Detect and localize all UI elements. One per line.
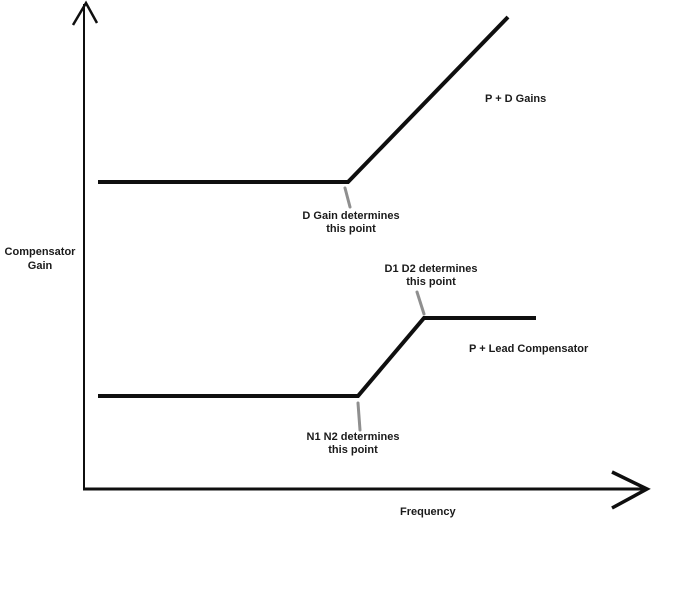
y-axis-label: Compensator Gain	[4, 245, 76, 273]
tick-n1-n2-point	[356, 401, 362, 432]
tick-d-gain-point	[343, 186, 352, 209]
y-axis-label-line2: Gain	[27, 260, 53, 272]
annotation-n1-n2: N1 N2 determines this point	[307, 431, 400, 457]
annotation-d1-d2-line2: this point	[406, 276, 456, 288]
y-axis	[71, 0, 99, 490]
tick-d1-d2-point	[415, 290, 426, 316]
annotation-d1-d2: D1 D2 determines this point	[385, 263, 478, 289]
annotation-d-gain: D Gain determines this point	[302, 210, 399, 236]
curve-p-plus-lead	[98, 316, 536, 398]
annotation-d1-d2-line1: D1 D2 determines	[384, 263, 478, 275]
y-axis-arrowhead-icon	[71, 0, 99, 26]
curve-label-p-plus-lead: P + Lead Compensator	[469, 343, 589, 355]
x-axis-label: Frequency	[400, 506, 456, 518]
annotation-n1-n2-line1: N1 N2 determines	[306, 431, 400, 443]
x-axis-arrowhead-icon	[611, 470, 651, 510]
y-axis-label-line1: Compensator	[4, 246, 76, 258]
annotation-d-gain-line1: D Gain determines	[302, 210, 400, 222]
curve-p-plus-d	[98, 15, 510, 184]
curve-label-p-plus-d: P + D Gains	[485, 93, 547, 105]
x-axis	[83, 470, 651, 510]
annotation-d-gain-line2: this point	[326, 223, 376, 235]
annotation-n1-n2-line2: this point	[328, 444, 378, 456]
